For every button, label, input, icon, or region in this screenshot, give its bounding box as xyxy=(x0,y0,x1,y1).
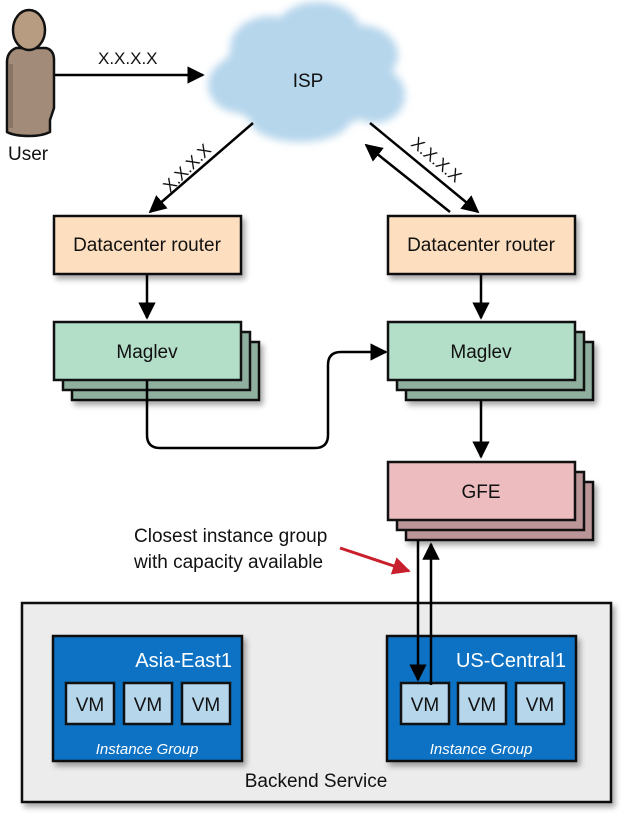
right-maglev-stack: Maglev xyxy=(386,320,595,402)
vm: VM xyxy=(514,681,566,726)
isp-label: ISP xyxy=(293,71,324,92)
instance-group-us-central1: US-Central1 VM VM VM Instance Group xyxy=(385,634,578,763)
left-maglev-stack: Maglev xyxy=(52,320,261,402)
right-router-label: Datacenter router xyxy=(407,235,556,256)
group-region-label: US-Central1 xyxy=(456,650,566,672)
right-datacenter-router: Datacenter router xyxy=(386,214,577,276)
vm: VM xyxy=(399,681,451,726)
right-router-to-isp-arrow xyxy=(364,143,451,213)
annotation-line-1: Closest instance group xyxy=(134,526,327,547)
vm-label: VM xyxy=(76,695,105,716)
right-maglev-label: Maglev xyxy=(450,342,512,363)
vm: VM xyxy=(64,681,116,726)
vm-label: VM xyxy=(526,695,555,716)
backend-service: Backend Service Asia-East1 VM VM VM Inst… xyxy=(20,601,613,804)
group-caption: Instance Group xyxy=(430,741,533,758)
annotation-arrow xyxy=(339,546,411,575)
vm: VM xyxy=(456,681,508,726)
vm: VM xyxy=(122,681,174,726)
annotation-line-2: with capacity available xyxy=(133,552,323,573)
isp-to-right-router-arrow xyxy=(369,122,480,214)
gfe-stack: GFE xyxy=(386,460,595,542)
left-maglev-to-right-maglev-arrow xyxy=(145,343,388,450)
user-node: User xyxy=(5,8,56,165)
cloud-icon xyxy=(208,2,405,142)
left-datacenter-router: Datacenter router xyxy=(52,214,243,276)
user-to-isp-label: X.X.X.X xyxy=(98,49,158,68)
vm-label: VM xyxy=(411,695,440,716)
left-maglev-label: Maglev xyxy=(116,342,178,363)
user-icon xyxy=(5,8,56,138)
isp-to-left-router-arrow xyxy=(148,122,254,214)
group-region-label: Asia-East1 xyxy=(135,650,232,672)
user-label: User xyxy=(8,144,49,165)
instance-group-asia-east1: Asia-East1 VM VM VM Instance Group xyxy=(51,634,244,763)
backend-service-label: Backend Service xyxy=(245,771,388,792)
isp-to-left-router-label: X.X.X.X xyxy=(159,140,215,196)
vm: VM xyxy=(180,681,232,726)
left-router-label: Datacenter router xyxy=(73,235,222,256)
group-caption: Instance Group xyxy=(96,741,199,758)
isp-node: ISP xyxy=(208,2,405,142)
vm-label: VM xyxy=(468,695,497,716)
vm-label: VM xyxy=(134,695,163,716)
capacity-annotation: Closest instance group with capacity ava… xyxy=(133,526,411,575)
gfe-label: GFE xyxy=(461,482,500,503)
vm-label: VM xyxy=(192,695,221,716)
